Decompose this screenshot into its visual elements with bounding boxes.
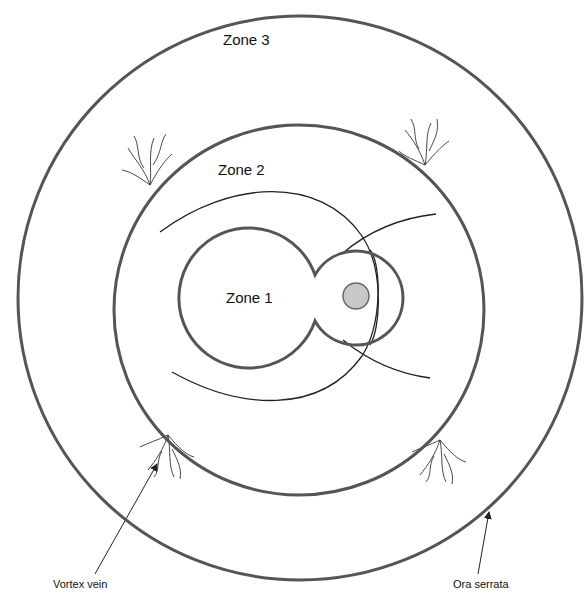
zone-region: Zone 3 Zone 2 Zone 1: [17, 15, 583, 581]
zone-region: Zone 2 Zone 1: [113, 124, 485, 496]
zone-label: Zone 1: [226, 289, 273, 306]
optic-disc: [343, 283, 369, 309]
zone-label: Zone 2: [218, 161, 265, 178]
zone-region: Zone 1: [179, 228, 403, 368]
vascular-arcade: [160, 192, 436, 401]
zone-label: Zone 3: [223, 31, 270, 48]
vortex-vein-label: Vortex vein: [52, 578, 108, 591]
leader-arrow: [478, 512, 489, 574]
ora-serrata-label: Ora serrata: [452, 578, 510, 591]
zone-outline: [179, 228, 403, 368]
zone-outline: [113, 124, 485, 496]
